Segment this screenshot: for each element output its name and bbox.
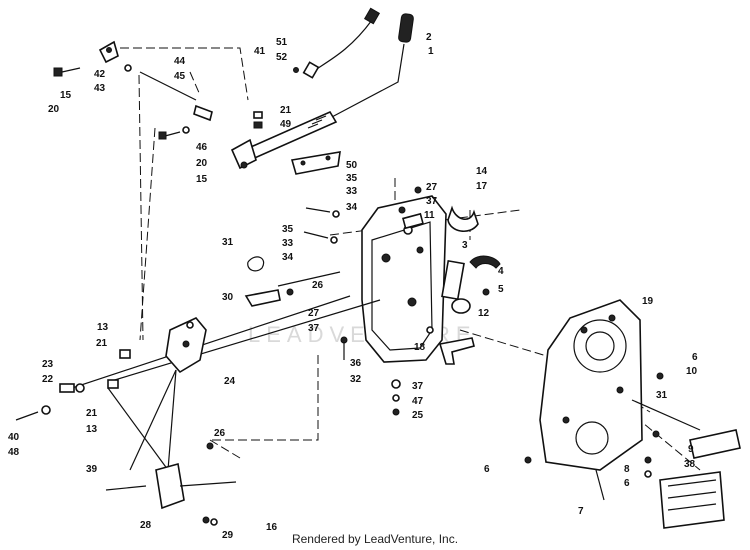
callout-22: 22 [42, 374, 54, 385]
linkage-assembly [15, 256, 381, 526]
callout-13a: 13 [97, 322, 109, 333]
callout-7: 7 [578, 506, 584, 517]
callout-51: 51 [276, 37, 288, 48]
callout-13b: 13 [86, 424, 98, 435]
callout-5: 5 [498, 284, 504, 295]
callout-34b: 34 [282, 252, 294, 263]
callout-16: 16 [266, 522, 278, 533]
callout-3: 3 [462, 240, 468, 251]
callout-40: 40 [8, 432, 20, 443]
callout-35a: 35 [346, 173, 358, 184]
callout-15b: 15 [196, 174, 208, 185]
callout-29: 29 [222, 530, 234, 541]
footer-credit: Rendered by LeadVenture, Inc. [291, 532, 459, 546]
callout-6c: 6 [624, 478, 630, 489]
hardware-bolts [303, 207, 664, 501]
shift-lever-assembly [53, 7, 414, 175]
callout-27a: 27 [426, 182, 438, 193]
callout-26b: 26 [214, 428, 226, 439]
callout-32: 32 [350, 374, 362, 385]
callout-36: 36 [350, 358, 362, 369]
callout-21a: 21 [280, 105, 292, 116]
callout-31b: 31 [656, 390, 668, 401]
callout-46: 46 [196, 142, 208, 153]
callout-12: 12 [478, 308, 490, 319]
callout-20b: 20 [196, 158, 208, 169]
callout-33b: 33 [282, 238, 294, 249]
callout-37b: 37 [308, 323, 320, 334]
callout-31a: 31 [222, 237, 234, 248]
callout-45: 45 [174, 71, 186, 82]
callout-26a: 26 [312, 280, 324, 291]
callout-8: 8 [624, 464, 630, 475]
gear-housing-right [539, 299, 741, 529]
callout-24: 24 [224, 376, 236, 387]
callout-30: 30 [222, 292, 234, 303]
callout-9: 9 [688, 444, 694, 455]
callout-10: 10 [686, 366, 698, 377]
callout-23: 23 [42, 359, 54, 370]
callout-6b: 6 [484, 464, 490, 475]
callout-14: 14 [476, 166, 488, 177]
callout-49: 49 [280, 119, 292, 130]
callout-37a: 37 [426, 196, 438, 207]
callout-42: 42 [94, 69, 106, 80]
callout-50: 50 [346, 160, 358, 171]
callout-20a: 20 [48, 104, 60, 115]
callout-15a: 15 [60, 90, 72, 101]
callout-1: 1 [428, 46, 434, 57]
callout-33a: 33 [346, 186, 358, 197]
callout-17: 17 [476, 181, 488, 192]
callout-21b: 21 [96, 338, 108, 349]
callout-4: 4 [498, 266, 504, 277]
callout-43: 43 [94, 83, 106, 94]
callout-44: 44 [174, 56, 186, 67]
callout-19: 19 [642, 296, 654, 307]
callout-48: 48 [8, 447, 20, 458]
callout-6a: 6 [692, 352, 698, 363]
callout-52: 52 [276, 52, 288, 63]
gear-housing-left [361, 195, 447, 363]
callout-41: 41 [254, 46, 266, 57]
callout-38: 38 [684, 459, 696, 470]
callout-47: 47 [412, 396, 424, 407]
callout-37c: 37 [412, 381, 424, 392]
callout-2: 2 [426, 32, 432, 43]
callout-21c: 21 [86, 408, 98, 419]
callout-28: 28 [140, 520, 152, 531]
shift-fork-parts [398, 186, 501, 365]
callout-25: 25 [412, 410, 424, 421]
callout-34a: 34 [346, 202, 358, 213]
callout-39: 39 [86, 464, 98, 475]
callout-35b: 35 [282, 224, 294, 235]
callout-labels: 1 2 3 4 5 6 6 6 7 8 9 10 11 12 13 13 14 … [8, 32, 698, 541]
callout-18: 18 [414, 342, 426, 353]
callout-27b: 27 [308, 308, 320, 319]
callout-11: 11 [424, 210, 435, 221]
